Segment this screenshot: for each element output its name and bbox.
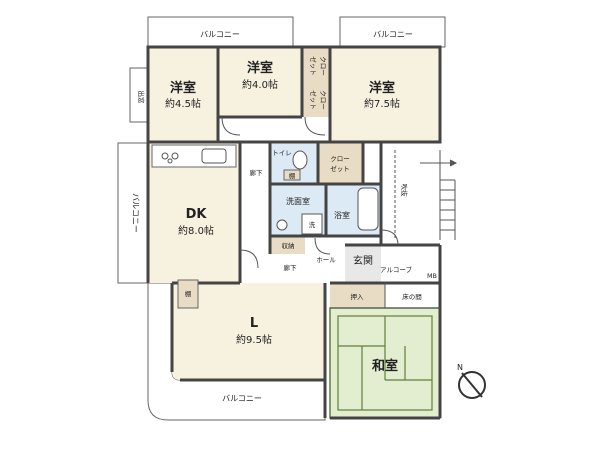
mb-label: MB xyxy=(427,272,437,280)
western-room-1-area: 約4.5帖 xyxy=(165,97,201,110)
tokonoma xyxy=(385,283,440,308)
western-room-3-area: 約7.5帖 xyxy=(364,97,400,110)
balcony-top-right: バルコニー xyxy=(339,16,446,48)
kitchen-counter xyxy=(151,144,237,168)
dk-shelf: 棚 xyxy=(177,279,199,309)
western-room-1-name: 洋室 xyxy=(170,80,196,96)
closet-tall-label-2a: クロー xyxy=(319,90,327,110)
western-room-2 xyxy=(218,47,302,117)
hall-label: ホール xyxy=(316,256,336,264)
entrance-label: 玄関 xyxy=(353,254,373,267)
western-room-2-name: 洋室 xyxy=(247,60,273,76)
closet-small xyxy=(318,142,363,184)
balcony-top-left-label: バルコニー xyxy=(200,30,240,39)
balcony-left: バルコニー xyxy=(117,142,149,284)
western-room-3-name: 洋室 xyxy=(369,80,395,96)
tatami-lines xyxy=(337,315,433,411)
dk-name: DK xyxy=(186,207,208,222)
corridor-label-2: 廊下 xyxy=(284,263,298,272)
living-room xyxy=(172,283,325,380)
stairs xyxy=(394,150,458,240)
japanese-room-name: 和室 xyxy=(372,358,398,374)
bathtub xyxy=(357,187,379,231)
wash-label: 洗 xyxy=(309,220,316,229)
dk-area: 約8.0帖 xyxy=(178,224,214,237)
closet-tall-label-1b: ゼット xyxy=(309,56,318,76)
living-area: 約9.5帖 xyxy=(236,333,272,346)
alcove-label: アルコーブ xyxy=(380,265,412,274)
toilet-shelf-label: 棚 xyxy=(289,171,296,180)
closet-small-label-2: ゼット xyxy=(330,164,350,173)
toilet-fixture: 棚 xyxy=(283,150,308,181)
balcony-left-label: バルコニー xyxy=(131,193,140,233)
storage-label: 収納 xyxy=(282,241,295,250)
tokonoma-label: 床の間 xyxy=(402,292,422,301)
closet-tall-label-1a: クロー xyxy=(319,56,327,76)
door-swings xyxy=(221,116,399,269)
western-room-1 xyxy=(148,47,218,142)
balcony-top-left: バルコニー xyxy=(147,16,294,48)
storage xyxy=(270,236,305,254)
entrance xyxy=(345,245,381,283)
balcony-bottom-label: バルコニー xyxy=(222,394,262,403)
western-room-2-area: 約4.0帖 xyxy=(242,78,278,91)
fukinuke-label: 吹抜 xyxy=(400,184,409,198)
washroom-label: 洗面室 xyxy=(286,196,310,206)
oshiire-label: 押入 xyxy=(351,292,365,301)
closet-tall-label-2b: ゼット xyxy=(309,90,318,110)
dk-shelf-label: 棚 xyxy=(185,289,192,298)
western-room-3 xyxy=(330,47,440,142)
bay-window: 出窓 xyxy=(129,67,149,123)
closet-small-label-1: クロー xyxy=(330,155,350,163)
oshiire xyxy=(330,283,385,308)
walls xyxy=(146,45,442,420)
bathroom-label: 浴室 xyxy=(334,210,350,220)
washbasin xyxy=(276,213,323,235)
toilet-label: トイレ xyxy=(272,149,292,157)
bay-window-label: 出窓 xyxy=(137,91,146,105)
closet-tall xyxy=(302,47,330,117)
corridor xyxy=(240,142,270,283)
balcony-top-right-label: バルコニー xyxy=(373,30,413,39)
compass-icon: N xyxy=(457,363,486,399)
compass-north-label: N xyxy=(457,363,463,372)
corridor-label-1: 廊下 xyxy=(250,168,264,177)
living-name: L xyxy=(250,316,258,331)
